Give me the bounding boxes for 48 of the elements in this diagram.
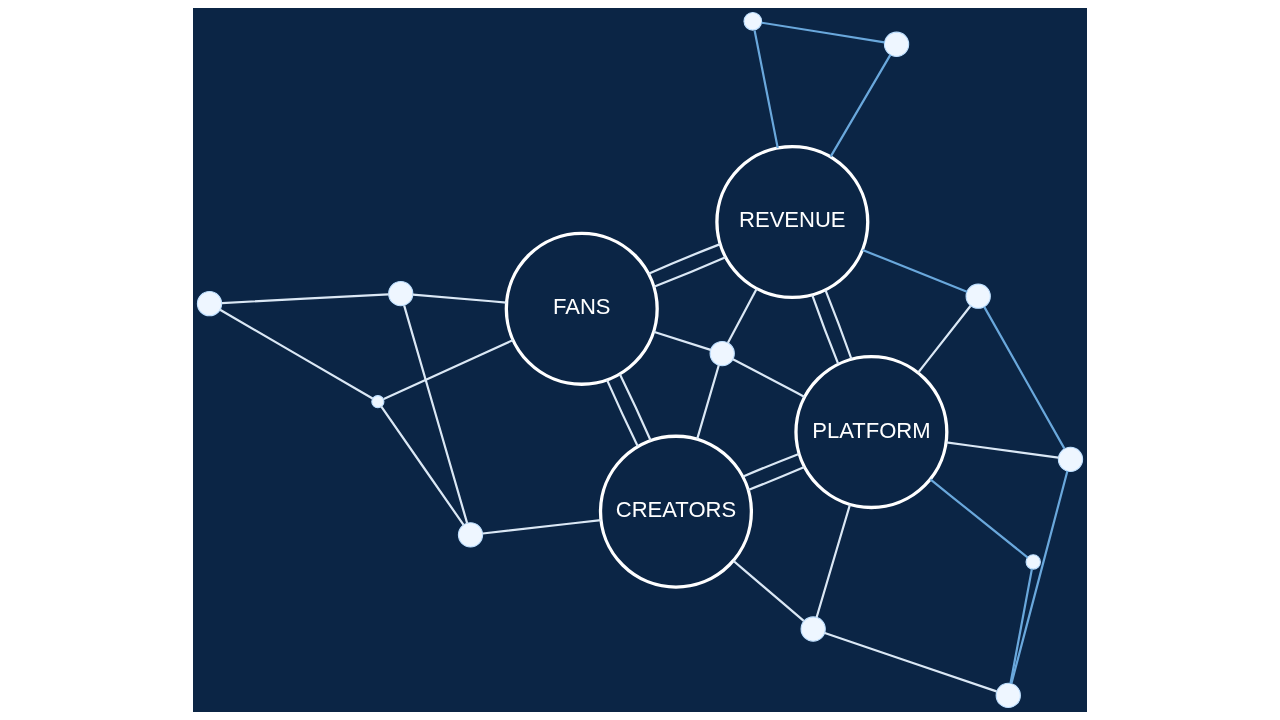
connector [917,305,972,374]
connector [383,339,514,400]
connector [221,293,389,305]
node-circle: REVENUE [715,144,870,300]
connector [380,406,465,526]
node-circle [800,616,826,642]
connector [648,243,721,275]
connector [946,441,1059,459]
node-circle [883,31,910,57]
connector [742,452,800,478]
connector [753,30,779,149]
connector [829,54,892,158]
node-circle [388,281,414,307]
node-circle [1057,446,1084,472]
connector [403,305,469,524]
connector [824,289,853,360]
connector [748,466,805,491]
connector [862,249,968,293]
connector [983,306,1066,449]
connector [929,478,1029,559]
node-circle: FANS [504,231,659,386]
connector [815,504,852,618]
node-circle [709,340,735,367]
node-circle [457,522,484,548]
connector [653,330,711,351]
connector [653,256,726,288]
connector [732,559,805,622]
connector [482,519,602,535]
connector [761,21,885,44]
node-circle [371,395,385,409]
node-circle [196,291,223,317]
connector [1010,470,1069,684]
node-circle: CREATORS [598,434,753,589]
node-circle [965,283,991,309]
node-circle [995,682,1021,709]
connector [732,358,806,398]
node-circle [743,11,763,31]
node-circle [1025,554,1041,570]
connector [1009,568,1033,684]
node-circle: PLATFORM [794,355,949,510]
connector [824,631,997,693]
connector [696,365,720,440]
connector [412,293,507,304]
connector [811,294,840,365]
connector [219,308,374,400]
connector [618,373,652,441]
connector [726,288,758,344]
connector [605,379,639,447]
